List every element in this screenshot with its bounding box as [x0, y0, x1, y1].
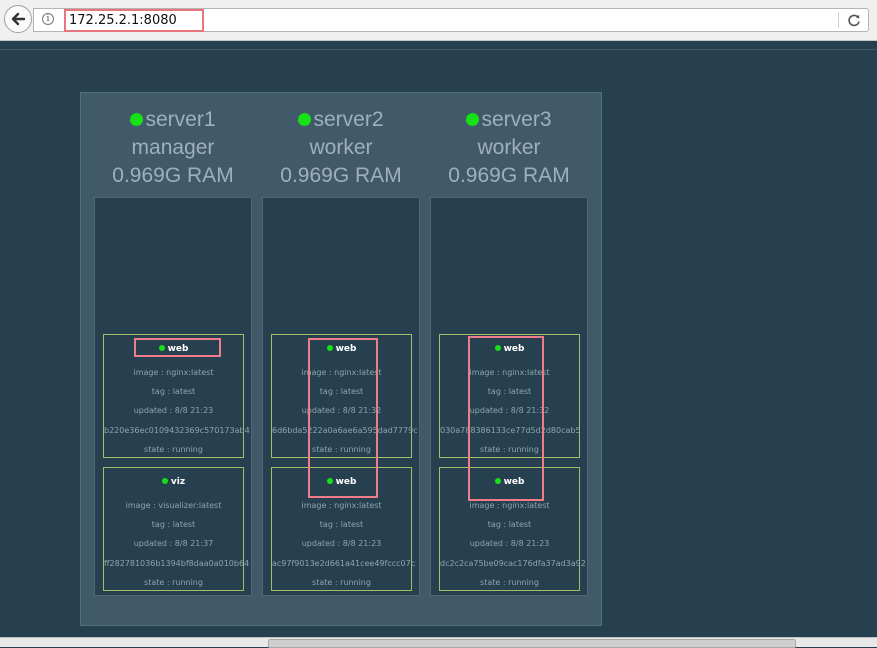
task-updated: updated : 8/8 21:32 — [301, 406, 382, 416]
node-container: web image : nginx:latest tag : latest up… — [430, 197, 588, 596]
task-id: 6d6bda5222a0a6ae6a595dad7779c — [272, 425, 418, 435]
node-name: server3 — [481, 108, 552, 131]
task-card[interactable]: viz image : visualizer:latest tag : late… — [103, 467, 250, 591]
task-updated: updated : 8/8 21:37 — [133, 539, 214, 549]
annotation-box — [308, 338, 378, 498]
url-input[interactable]: 172.25.2.1:8080 — [64, 9, 204, 32]
task-id: dc2c2ca75be09cac176dfa37ad3a92 — [440, 558, 586, 568]
node-server1: server1 manager 0.969G RAM web image : n… — [92, 93, 254, 596]
task-card[interactable]: web image : nginx:latest tag : latest up… — [103, 334, 250, 458]
node-status-dot — [298, 113, 312, 126]
task-name: web — [335, 477, 357, 487]
task-name: web — [503, 477, 525, 487]
task-updated: updated : 8/8 21:23 — [469, 539, 550, 549]
task-status-dot — [494, 345, 501, 351]
task-name: viz — [170, 477, 186, 487]
node-status-dot — [130, 113, 144, 126]
task-card[interactable]: web image : nginx:latest tag : latest up… — [439, 334, 581, 458]
task-state: state : running — [312, 444, 371, 454]
node-ram: 0.969G RAM — [448, 164, 570, 187]
scrollbar-thumb[interactable] — [268, 639, 796, 648]
node-header: server1 manager 0.969G RAM — [92, 93, 254, 197]
toolbar-separator — [0, 49, 877, 50]
swarm-cluster: server1 manager 0.969G RAM web image : n… — [80, 92, 602, 626]
task-image: image : nginx:latest — [469, 368, 550, 377]
task-card[interactable]: web image : nginx:latest tag : latest up… — [271, 334, 418, 458]
task-updated: updated : 8/8 21:32 — [469, 406, 550, 416]
task-image: image : nginx:latest — [301, 501, 382, 510]
task-id: ac97f9013e2d661a41cee49fccc07c — [272, 558, 416, 568]
task-status-dot — [326, 345, 333, 351]
task-image: image : nginx:latest — [301, 368, 382, 377]
back-arrow-icon — [11, 12, 26, 26]
node-role: worker — [477, 136, 541, 159]
annotation-box — [134, 338, 221, 357]
task-state: state : running — [480, 577, 539, 587]
address-bar[interactable]: i 172.25.2.1:8080 — [33, 8, 869, 32]
urlbar-divider — [838, 12, 839, 28]
task-status-dot — [494, 478, 501, 484]
task-state: state : running — [312, 577, 371, 587]
task-updated: updated : 8/8 21:23 — [301, 539, 382, 549]
node-ram: 0.969G RAM — [112, 164, 234, 187]
node-header: server2 worker 0.969G RAM — [260, 93, 422, 197]
task-tag: tag : latest — [151, 387, 196, 397]
node-name: server1 — [145, 108, 216, 131]
node-container: web image : nginx:latest tag : latest up… — [262, 197, 420, 596]
task-tag: tag : latest — [319, 520, 364, 530]
horizontal-scrollbar[interactable] — [0, 637, 877, 648]
node-name: server2 — [313, 108, 384, 131]
task-name: web — [167, 344, 189, 354]
task-state: state : running — [480, 444, 539, 454]
info-icon[interactable]: i — [42, 13, 54, 25]
task-status-dot — [326, 478, 333, 484]
task-name: web — [503, 344, 525, 354]
task-state: state : running — [144, 577, 203, 587]
node-header: server3 worker 0.969G RAM — [428, 93, 590, 197]
node-server2: server2 worker 0.969G RAM web image : ng… — [260, 93, 422, 596]
task-card[interactable]: web image : nginx:latest tag : latest up… — [439, 467, 586, 591]
task-name: web — [335, 344, 357, 354]
task-id: 030a788386133ce77d5d2d80cab5 — [440, 425, 581, 435]
node-container: web image : nginx:latest tag : latest up… — [94, 197, 252, 596]
task-card[interactable]: web image : nginx:latest tag : latest up… — [271, 467, 416, 591]
task-tag: tag : latest — [319, 387, 364, 397]
annotation-box — [468, 336, 544, 501]
task-state: state : running — [144, 444, 203, 454]
node-role: worker — [309, 136, 373, 159]
node-status-dot — [466, 113, 480, 126]
task-tag: tag : latest — [151, 520, 196, 530]
browser-toolbar: i 172.25.2.1:8080 — [0, 0, 877, 41]
task-tag: tag : latest — [487, 387, 532, 397]
task-id: ff282781036b1394bf8daa0a010b64 — [104, 558, 250, 568]
task-status-dot — [161, 478, 168, 484]
reload-icon[interactable] — [847, 13, 861, 27]
node-server3: server3 worker 0.969G RAM web image : ng… — [428, 93, 590, 596]
back-button[interactable] — [4, 5, 32, 33]
task-id: b220e36ec0109432369c570173ab4 — [104, 425, 250, 435]
node-role: manager — [131, 136, 215, 159]
node-ram: 0.969G RAM — [280, 164, 402, 187]
task-image: image : nginx:latest — [469, 501, 550, 510]
task-image: image : visualizer:latest — [125, 501, 222, 510]
task-updated: updated : 8/8 21:23 — [133, 406, 214, 416]
task-image: image : nginx:latest — [133, 368, 214, 377]
task-tag: tag : latest — [487, 520, 532, 530]
task-status-dot — [158, 345, 165, 351]
